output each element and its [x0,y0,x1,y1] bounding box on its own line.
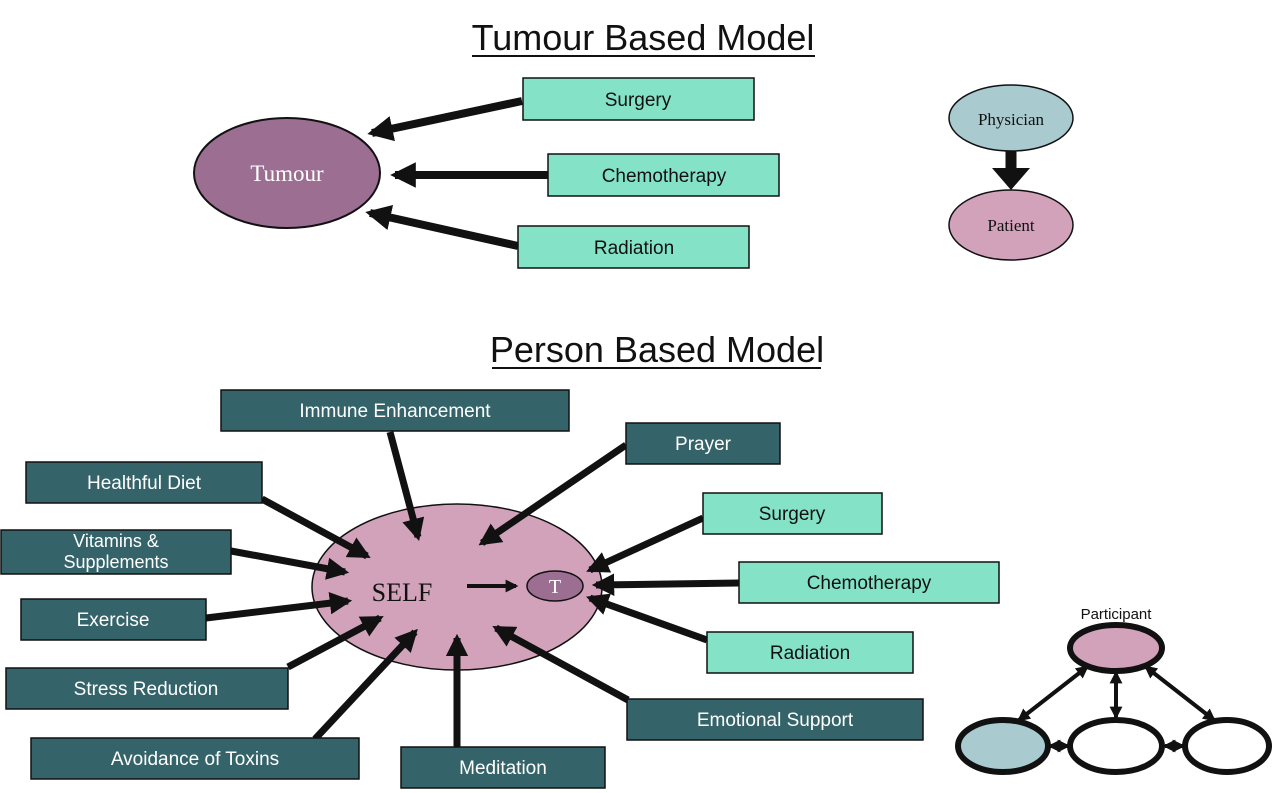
physician-ellipse [948,84,1074,152]
treatment-label-surgery: Surgery [605,90,672,111]
support-box-vitamins-supplements: Vitamins & Supplements [0,529,232,575]
tumour-label: Tumour [250,161,324,186]
treatment-box-radiation: Radiation [517,225,750,269]
arrow-emotional-to-self [492,624,630,704]
person-treatment-label-surgery: Surgery [759,504,826,525]
support-box-prayer: Prayer [625,422,781,465]
participant-network: Participant [955,606,1272,775]
arrow-toxins-to-self [312,628,418,742]
self-label: SELF [372,578,433,607]
arrow-chemo-to-t [591,573,740,596]
person-treatment-box-radiation: Radiation [706,631,914,674]
support-box-emotional-support: Emotional Support [626,698,924,741]
participant-ellipse [1067,622,1165,674]
person-treatment-label-chemotherapy: Chemotherapy [807,573,932,594]
network-arrow-top-right [1144,665,1216,722]
arrow-diet-to-self [260,495,371,560]
network-ellipse-middle [1067,717,1165,775]
physician-patient-hierarchy: Physician Patient [948,84,1074,261]
support-label-vitamins-supplements: Vitamins & Supplements [63,531,169,572]
arrow-exercise-to-self [205,592,353,622]
hierarchy-arrow-head [992,168,1030,190]
network-ellipse-right [1182,717,1272,775]
small-tumour-label: T [549,576,561,598]
person-treatment-box-chemotherapy: Chemotherapy [738,561,1000,604]
person-model-title: Person Based Model [490,329,824,370]
person-treatment-box-surgery: Surgery [702,492,883,535]
support-label-emotional-support: Emotional Support [697,710,854,731]
support-label-exercise: Exercise [77,610,150,631]
arrow-immune-to-self [386,431,425,542]
treatment-label-chemotherapy: Chemotherapy [602,166,727,187]
arrow-radiation-to-tumour [365,205,519,250]
support-label-avoidance-of-toxins: Avoidance of Toxins [111,749,279,770]
support-label-healthful-diet: Healthful Diet [87,473,202,494]
arrow-stress-to-self [286,614,384,671]
person-treatment-label-radiation: Radiation [770,643,850,664]
patient-label: Patient [987,216,1034,235]
arrow-radiation-to-t [586,593,709,644]
treatment-box-surgery: Surgery [522,77,755,121]
arrow-surgery-to-t [586,514,705,574]
arrow-vitamins-to-self [230,547,350,580]
patient-ellipse [948,189,1074,261]
support-label-prayer: Prayer [675,434,732,455]
support-box-immune-enhancement: Immune Enhancement [220,389,570,432]
treatment-box-chemotherapy: Chemotherapy [547,153,780,197]
arrow-surgery-to-tumour [367,97,523,142]
support-box-avoidance-of-toxins: Avoidance of Toxins [30,737,360,780]
treatment-label-radiation: Radiation [594,238,674,259]
support-label-immune-enhancement: Immune Enhancement [299,401,491,422]
support-label-meditation: Meditation [459,758,547,779]
arrow-prayer-to-self [478,442,628,546]
small-tumour-ellipse [526,570,584,602]
network-arrow-top-left [1017,665,1089,722]
support-box-healthful-diet: Healthful Diet [25,461,263,504]
support-box-meditation: Meditation [400,746,606,789]
support-box-stress-reduction: Stress Reduction [5,667,289,710]
participant-label: Participant [1081,606,1153,623]
physician-label: Physician [978,110,1045,129]
support-label-stress-reduction: Stress Reduction [74,679,219,700]
network-ellipse-left [955,717,1051,775]
tumour-model-title: Tumour Based Model [472,17,815,58]
support-box-exercise: Exercise [20,598,207,641]
tumour-ellipse [193,117,381,229]
